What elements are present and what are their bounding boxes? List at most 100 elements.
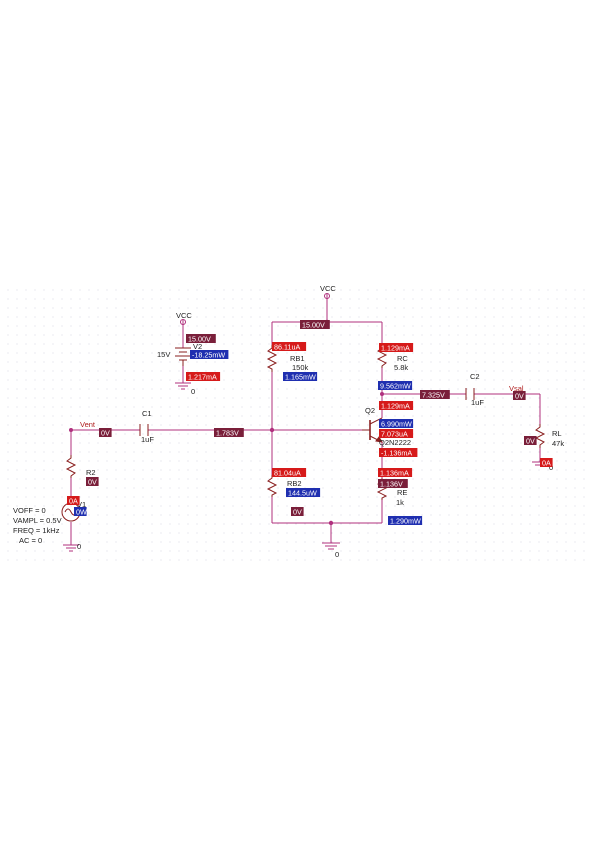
probe-v2-v[interactable]: 15.00V — [186, 334, 216, 343]
grid-dot — [196, 532, 198, 534]
probe-vent-v[interactable]: 0V — [99, 428, 112, 437]
capacitor-c2[interactable] — [465, 388, 475, 400]
probe-rc-i[interactable]: 1.129mA — [379, 343, 414, 352]
grid-dot — [151, 469, 153, 471]
grid-dot — [484, 433, 486, 435]
probe-rb1-p[interactable]: 1.165mW — [283, 372, 318, 381]
grid-dot — [529, 460, 531, 462]
resistor-r2[interactable] — [65, 455, 77, 478]
probe-v2-i[interactable]: 1.217mA — [186, 372, 221, 381]
grid-dot — [340, 397, 342, 399]
probe-text: 1.165mW — [285, 372, 316, 381]
grid-dot — [403, 325, 405, 327]
grid-dot — [115, 415, 117, 417]
probe-q2-ib[interactable]: 7.073uA — [379, 429, 414, 438]
grid-dot — [7, 541, 9, 543]
grid-dot — [241, 424, 243, 426]
probe-v2-p[interactable]: -18.25mW — [190, 350, 229, 359]
probe-rl-v[interactable]: 0V — [524, 436, 537, 445]
probe-src-p[interactable]: 0W — [74, 507, 87, 516]
grid-dot — [259, 550, 261, 552]
grid-dot — [313, 289, 315, 291]
probe-q2-p[interactable]: 6.990mW — [379, 419, 414, 428]
probe-re-v[interactable]: 1.136V — [378, 479, 408, 488]
grid-dot — [241, 388, 243, 390]
probe-r2-v[interactable]: 0V — [86, 477, 99, 486]
grid-dot — [25, 523, 27, 525]
grid-dot — [250, 298, 252, 300]
grid-dot — [466, 307, 468, 309]
grid-dot — [340, 352, 342, 354]
resistor-rl[interactable] — [534, 424, 546, 448]
grid-dot — [79, 415, 81, 417]
resistor-rb2[interactable] — [266, 475, 278, 497]
grid-dot — [88, 496, 90, 498]
grid-dot — [241, 487, 243, 489]
probe-rl-i[interactable]: 0A — [540, 458, 553, 467]
grid-dot — [160, 478, 162, 480]
grid-dot — [277, 298, 279, 300]
probe-q2-ic[interactable]: 1.129mA — [379, 401, 414, 410]
grid-dot — [502, 388, 504, 390]
probe-vcc-bus-v[interactable]: 15.00V — [300, 320, 330, 329]
grid-dot — [421, 505, 423, 507]
grid-dot — [412, 559, 414, 561]
grid-dot — [88, 460, 90, 462]
probe-rb1-i[interactable]: 86.11uA — [272, 342, 307, 351]
grid-dot — [232, 460, 234, 462]
probe-collector-v[interactable]: 7.325V — [420, 390, 450, 399]
grid-dot — [403, 352, 405, 354]
grid-dot — [565, 514, 567, 516]
grid-dot — [502, 307, 504, 309]
grid-dot — [106, 307, 108, 309]
grid-dot — [259, 442, 261, 444]
resistor-rb1[interactable] — [266, 345, 278, 372]
probe-rb2-i[interactable]: 81.04uA — [272, 468, 307, 477]
grid-dot — [25, 541, 27, 543]
probe-rc-p[interactable]: 9.562mW — [378, 381, 413, 390]
probe-re-p[interactable]: 1.290mW — [388, 516, 423, 525]
probe-vsal-v[interactable]: 0V — [513, 391, 526, 400]
grid-dot — [88, 541, 90, 543]
grid-dot — [520, 343, 522, 345]
probe-gnd-v[interactable]: 0V — [291, 507, 304, 516]
grid-dot — [529, 514, 531, 516]
grid-dot — [313, 397, 315, 399]
grid-dot — [286, 478, 288, 480]
grid-dot — [25, 532, 27, 534]
grid-dot — [349, 379, 351, 381]
grid-dot — [556, 532, 558, 534]
grid-dot — [241, 541, 243, 543]
grid-dot — [196, 307, 198, 309]
grid-dot — [151, 550, 153, 552]
grid-dot — [61, 334, 63, 336]
probe-base-v[interactable]: 1.783V — [214, 428, 244, 437]
capacitor-c1[interactable] — [139, 424, 149, 436]
grid-dot — [412, 352, 414, 354]
probe-re-i[interactable]: 1.136mA — [378, 468, 413, 477]
probe-q2-ie[interactable]: -1.136mA — [379, 448, 418, 457]
grid-dot — [331, 496, 333, 498]
grid-dot — [61, 460, 63, 462]
grid-dot — [520, 415, 522, 417]
grid-dot — [160, 415, 162, 417]
grid-dot — [457, 532, 459, 534]
grid-dot — [538, 352, 540, 354]
grid-dot — [187, 397, 189, 399]
grid-dot — [313, 541, 315, 543]
grid-dot — [331, 370, 333, 372]
battery-v2[interactable] — [175, 347, 191, 366]
grid-dot — [304, 361, 306, 363]
grid-dot — [538, 514, 540, 516]
grid-dot — [232, 343, 234, 345]
probe-src-i[interactable]: 0A — [67, 496, 80, 505]
grid-dot — [430, 532, 432, 534]
grid-dot — [7, 460, 9, 462]
grid-dot — [511, 361, 513, 363]
grid-dot — [340, 343, 342, 345]
grid-dot — [376, 307, 378, 309]
grid-dot — [205, 388, 207, 390]
grid-dot — [169, 415, 171, 417]
probe-rb2-p[interactable]: 144.5uW — [286, 488, 321, 497]
